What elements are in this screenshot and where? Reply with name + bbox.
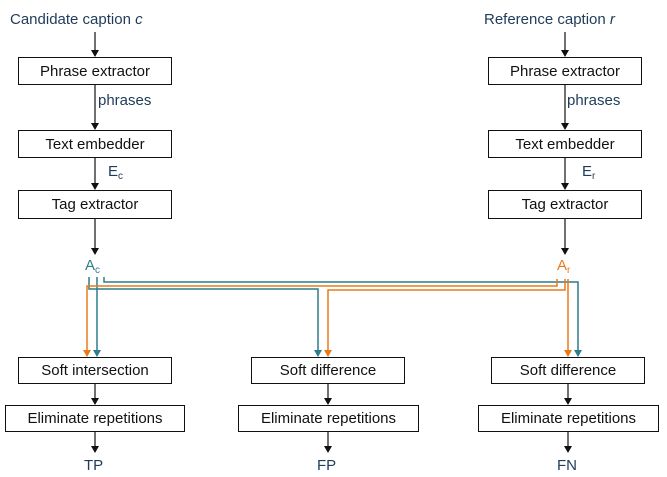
eliminate-repetitions-box-right: Eliminate repetitions [478,405,659,432]
soft-intersection-box: Soft intersection [18,357,172,384]
reference-caption-var: r [609,11,615,28]
output-fp: FP [317,457,337,474]
ar-sub: r [567,265,571,276]
text-embedder-box-right: Text embedder [488,130,642,158]
reference-caption-text: Reference caption [484,11,606,28]
line-ac-to-soft-difference-right [103,277,582,357]
reference-caption-label: Reference caption r [484,11,615,29]
candidate-caption-label: Candidate caption c [10,11,143,29]
ac-base: A [85,257,96,274]
ec-base: E [108,163,119,180]
er-base: E [582,163,593,180]
eliminate-repetitions-box-left: Eliminate repetitions [5,405,185,432]
ec-sub: c [118,171,124,182]
phrase-extractor-box-right: Phrase extractor [488,57,642,85]
line-ac-to-soft-difference-mid [88,277,322,357]
ar-base: A [557,257,568,274]
tag-extractor-box-right: Tag extractor [488,190,642,219]
candidate-caption-var: c [135,11,143,28]
embedding-er-label: Er [582,163,595,186]
candidate-caption-text: Candidate caption [10,11,131,28]
soft-difference-box-middle: Soft difference [251,357,405,384]
output-fn: FN [557,457,577,474]
phrases-label-right: phrases [567,92,621,109]
soft-difference-box-right: Soft difference [491,357,645,384]
embedding-ec-label: Ec [108,163,123,186]
tag-extractor-box-left: Tag extractor [18,190,172,219]
phrase-extractor-box-left: Phrase extractor [18,57,172,85]
eliminate-repetitions-box-middle: Eliminate repetitions [238,405,419,432]
line-ar-to-soft-intersection [83,279,558,357]
er-sub: r [592,171,596,182]
text-embedder-box-left: Text embedder [18,130,172,158]
line-ar-to-soft-difference-mid [324,279,566,357]
phrases-label-left: phrases [98,92,152,109]
tags-ar-label: Ar [557,257,570,280]
ac-sub: c [95,265,101,276]
tags-ac-label: Ac [85,257,100,280]
output-tp: TP [84,457,104,474]
